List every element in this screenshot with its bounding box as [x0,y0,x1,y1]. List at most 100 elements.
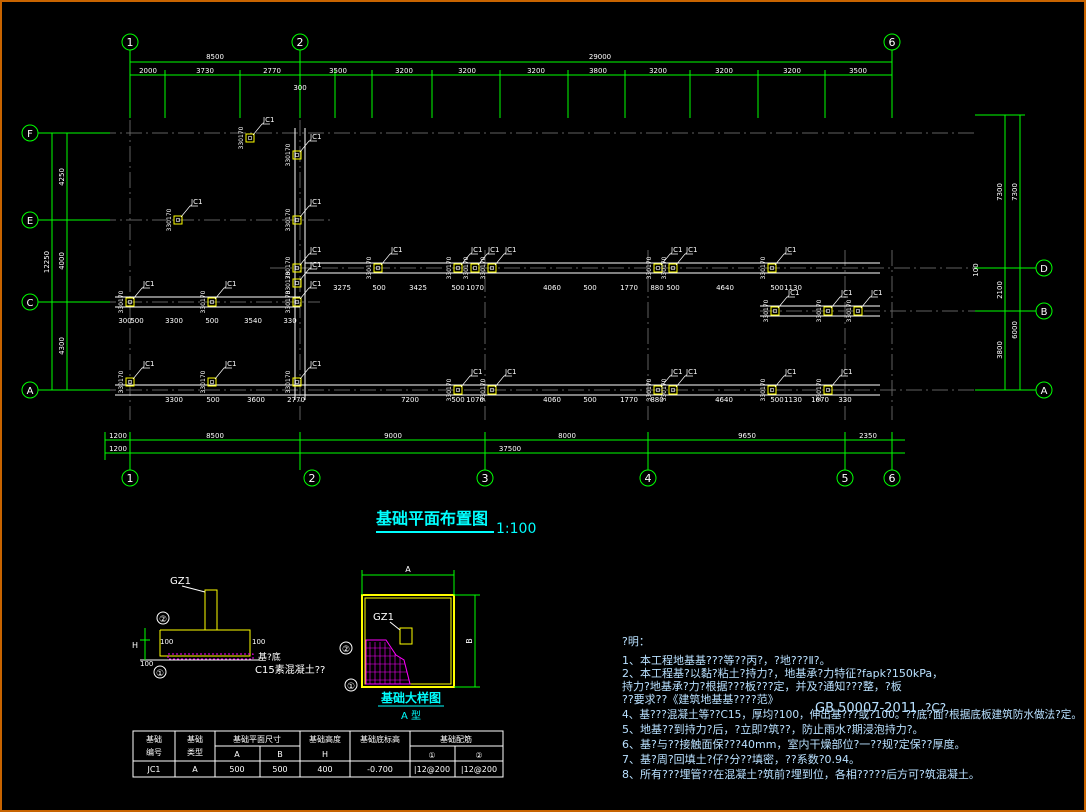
footing-leader [675,375,693,388]
footing-jc1 [373,263,383,273]
axis-leaders [38,50,1036,470]
footing-size-label: 330170 [238,126,245,149]
footing-leader [477,253,495,266]
th-type-2: 类型 [187,747,203,757]
column-mark [295,380,299,384]
dim-right: 100 [972,263,980,276]
chain-dim: 3540 [244,317,262,325]
th-type: 基础 [187,734,203,744]
dim-bottom: 9650 [738,432,756,440]
column-mark [770,388,774,392]
footing-jc1 [853,306,863,316]
chain-dim: 500 [372,284,385,292]
footing-label: JC1 [309,280,321,288]
dim-bottom: 8000 [558,432,576,440]
plan-detail: A B GZ1 ② ① 基础大样图 A 型 [339,565,480,722]
footing-size-label: 330170 [200,370,207,393]
footing-size-label: 330170 [446,256,453,279]
footing-leader [777,296,795,309]
dim-bottom: 8500 [206,432,224,440]
footing-label: JC1 [142,280,154,288]
footing-jc1 [125,377,135,387]
footing-jc1 [487,385,497,395]
footing-label: JC1 [787,289,799,297]
note-line: 4、基???混凝土等??C15，厚均?100，伸出基???或?100。??底?面… [622,707,1082,721]
footing-jc1 [770,306,780,316]
column-mark [295,300,299,304]
footing-jc1 [668,263,678,273]
th-sub-b: B [277,750,283,759]
axis-left-F: F [27,129,33,140]
footing-size-label: 330170 [463,256,470,279]
footing-size-label: 330170 [661,256,668,279]
chain-dim: 880 [650,284,663,292]
footing-size-label: 330170 [285,143,292,166]
footing-size-label: 330170 [646,256,653,279]
dim-bottom: 9000 [384,432,402,440]
section-concrete-label: C15素混凝土?? [255,663,325,676]
footing-size-label: 330170 [661,378,668,401]
footing-jc1 [207,297,217,307]
chain-dim: 330 [838,396,851,404]
right-dimensions: 7300 6000 7300 2100 3800 100 [972,183,1019,359]
footing-label: JC1 [142,360,154,368]
th-sub-h: H [322,750,328,759]
axis-bottom-3: 3 [482,472,489,485]
footing-leader [460,375,478,388]
drawing-scale: 1:100 [496,521,536,537]
chain-dim: 500 [583,284,596,292]
footing-size-label: 330170 [118,290,125,313]
footing-label: JC1 [670,246,682,254]
chain-dims-a: 3300 500 3600 2770 7200 500 1070 4060 50… [165,396,852,404]
chain-dim: 1070 [466,284,484,292]
footing-label: JC1 [309,133,321,141]
axis-left-E: E [27,216,33,227]
dim-bay: 3200 [649,67,667,75]
footing-leader [494,375,512,388]
footing-jc1 [292,278,302,288]
footing-label: JC1 [840,289,852,297]
column-mark [456,388,460,392]
dim-bay: 3500 [329,67,347,75]
chain-dim: 1070 [466,396,484,404]
td-a: 500 [229,765,244,774]
footing-size-label: 330170 [285,208,292,231]
chain-dims-c: 3275 500 3425 500 1070 4060 500 1770 880… [333,284,802,292]
column-mark [671,266,675,270]
axis-right-A: A [1041,386,1048,397]
note-line: 6、基?与??接触面保???40mm，室内干燥部位?一??规?定保??厚度。 [622,737,966,751]
column-mark [176,218,180,222]
dim-left: 12250 [43,251,51,273]
column-mark [490,266,494,270]
section-bottom-label: 基?底 [258,651,281,663]
chain-dim: 500 [770,396,783,404]
dim-bay: 3800 [589,67,607,75]
column-mark [128,300,132,304]
chain-dim: 500 [451,284,464,292]
footing-jc1 [470,263,480,273]
footing-leader [214,367,232,380]
chain-dim: 300 [118,317,131,325]
note-line: 7、基?周?回填土?仔?分??填密，??系数?0.94。 [622,752,860,766]
footing-jc1 [292,297,302,307]
axis-bottom-4: 4 [645,472,652,485]
dim-bay: 2770 [263,67,281,75]
chain-dim: 3300 [165,396,183,404]
column-mark [248,136,252,140]
footing-jc1 [173,215,183,225]
th-rebar: 基础配筋 [440,734,472,744]
section-dim-100c: 100 [140,660,153,668]
dim-left: 4300 [58,337,66,355]
footing-jc1 [292,215,302,225]
footing-leader [774,375,792,388]
footing-size-label: 330170 [816,299,823,322]
footing-leader [460,253,478,266]
footing-leader [299,287,317,300]
note-line: 1、本工程地基基???等??丙?，?地???Ⅱ?。 [622,653,831,667]
column-mark [210,380,214,384]
footing-size-label: 330170 [285,256,292,279]
section-callout-1: ① [156,669,164,679]
chain-dim: 500 [583,396,596,404]
footing-jc1 [767,263,777,273]
